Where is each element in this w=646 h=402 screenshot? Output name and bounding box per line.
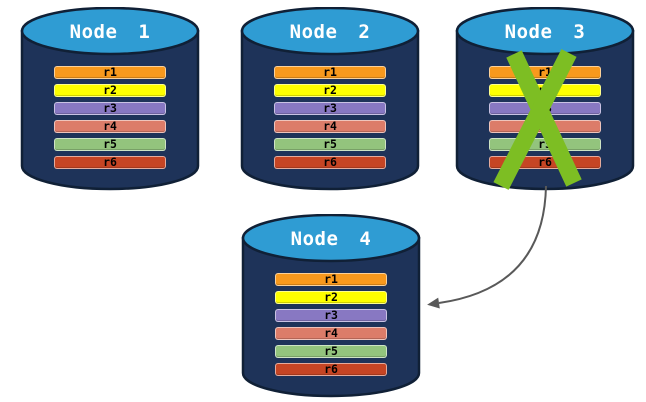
node-title: Node 3 [504, 21, 586, 43]
replica-bar-r2: r2 [274, 84, 386, 97]
replica-bar-r5: r5 [275, 345, 387, 358]
node-title: Node 1 [69, 21, 151, 43]
cylinder-top [240, 7, 420, 56]
node-title: Node 2 [289, 21, 371, 43]
node-3: Node 3 r1 r2 r3 r4 r5 r6 [455, 7, 635, 191]
replica-bar-r6: r6 [274, 156, 386, 169]
replica-list: r1 r2 r3 r4 r5 r6 [489, 66, 601, 174]
node-4: Node 4 r1 r2 r3 r4 r5 r6 [241, 214, 421, 398]
replica-list: r1 r2 r3 r4 r5 r6 [275, 273, 387, 381]
replica-bar-r4: r4 [54, 120, 166, 133]
replica-bar-r4: r4 [274, 120, 386, 133]
replica-bar-r6: r6 [489, 156, 601, 169]
cylinder-top [20, 7, 200, 56]
replica-bar-r6: r6 [275, 363, 387, 376]
node-1: Node 1 r1 r2 r3 r4 r5 r6 [20, 7, 200, 191]
node-2: Node 2 r1 r2 r3 r4 r5 r6 [240, 7, 420, 191]
replica-bar-r2: r2 [489, 84, 601, 97]
replica-bar-r1: r1 [275, 273, 387, 286]
replica-bar-r2: r2 [54, 84, 166, 97]
replica-bar-r3: r3 [489, 102, 601, 115]
replica-bar-r1: r1 [489, 66, 601, 79]
replica-list: r1 r2 r3 r4 r5 r6 [274, 66, 386, 174]
replica-bar-r5: r5 [489, 138, 601, 151]
replication-arrow-icon [427, 185, 547, 309]
replica-bar-r4: r4 [489, 120, 601, 133]
replica-bar-r5: r5 [274, 138, 386, 151]
replica-bar-r3: r3 [275, 309, 387, 322]
replica-bar-r3: r3 [54, 102, 166, 115]
replica-bar-r6: r6 [54, 156, 166, 169]
replica-bar-r4: r4 [275, 327, 387, 340]
replica-bar-r2: r2 [275, 291, 387, 304]
replica-list: r1 r2 r3 r4 r5 r6 [54, 66, 166, 174]
replica-bar-r5: r5 [54, 138, 166, 151]
replica-bar-r3: r3 [274, 102, 386, 115]
node-title: Node 4 [290, 228, 372, 250]
cylinder-top [241, 214, 421, 263]
replica-bar-r1: r1 [54, 66, 166, 79]
replica-bar-r1: r1 [274, 66, 386, 79]
